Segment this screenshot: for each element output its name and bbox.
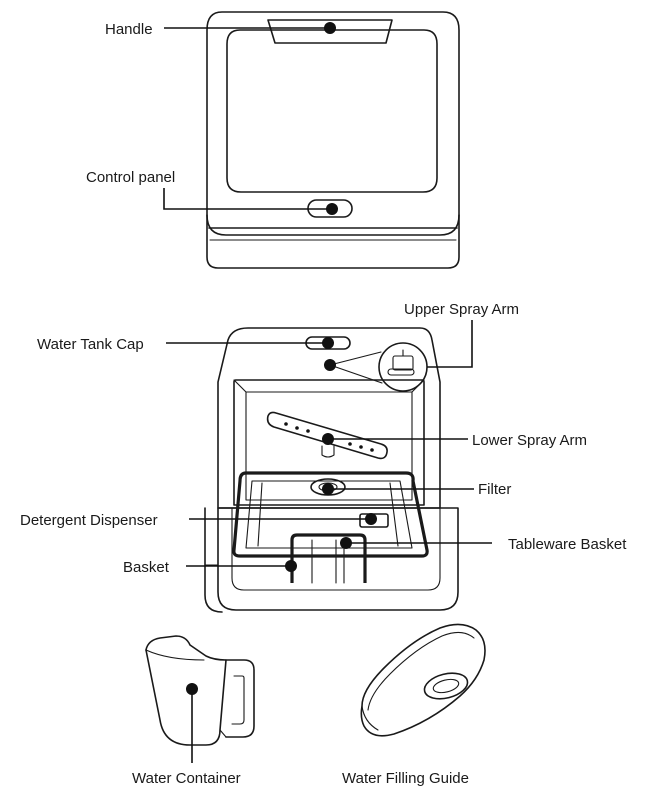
closed-dishwasher-illustration (206, 11, 460, 269)
water-container-label: Water Container (132, 770, 241, 787)
tableware-basket-label: Tableware Basket (508, 536, 627, 553)
upper-spray-arm-label: Upper Spray Arm (404, 301, 519, 318)
open-dishwasher-illustration (204, 327, 459, 613)
water-container-illustration (145, 635, 255, 746)
lower-spray-arm-callout (322, 433, 468, 445)
water-tank-cap-label: Water Tank Cap (37, 336, 144, 353)
water-tank-cap-callout (166, 337, 336, 371)
handle-callout (164, 22, 336, 34)
tableware-basket-callout (340, 537, 492, 549)
detergent-dispenser-callout (189, 513, 377, 525)
upper-spray-arm-callout (427, 320, 473, 368)
control-panel-callout (163, 188, 338, 215)
lower-spray-arm-label: Lower Spray Arm (472, 432, 587, 449)
water-container-callout (186, 683, 198, 763)
control-panel-label: Control panel (86, 169, 175, 186)
detergent-dispenser-label: Detergent Dispenser (20, 512, 158, 529)
water-filling-guide-illustration (360, 623, 486, 737)
filter-callout (322, 483, 474, 495)
handle-label: Handle (105, 21, 153, 38)
filter-label: Filter (478, 481, 511, 498)
basket-label: Basket (123, 559, 170, 576)
basket-callout (186, 560, 297, 572)
water-filling-guide-label: Water Filling Guide (342, 770, 469, 787)
